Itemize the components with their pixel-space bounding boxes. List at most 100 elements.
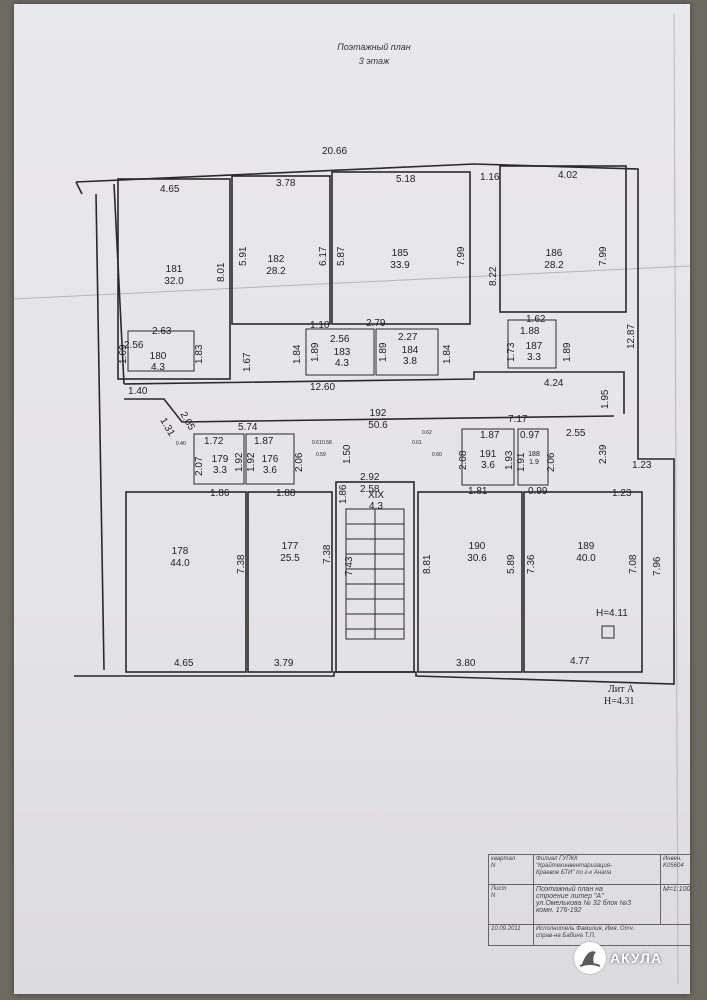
doc-line: ул.Омелькова № 32 блок №3 (536, 900, 631, 908)
dim-label: 2.05 (177, 410, 196, 433)
dim-label: 1.31 (157, 416, 176, 439)
dim-label: 0.59 (316, 452, 326, 458)
people-line: справ-на Бабина Т.П. (536, 932, 596, 939)
dim-label: 6.17 (318, 246, 329, 266)
room-178-outline (125, 491, 247, 673)
room-number: 179 (212, 454, 229, 465)
dim-label: 1.62 (526, 314, 546, 325)
room-area: 3.6 (481, 460, 495, 471)
lit-label: Лит А (608, 684, 635, 695)
dim-label: 0.60 (432, 452, 442, 458)
room-180-outline (127, 330, 195, 372)
dim-label: 2.58 (360, 484, 380, 495)
room-number: 180 (150, 351, 167, 362)
dim-label: 7.36 (526, 554, 537, 574)
room-190-outline (417, 491, 523, 673)
dim-label: 0.40 (176, 441, 186, 447)
dim-label: 20.66 (322, 146, 347, 157)
room-181-outline (117, 178, 231, 380)
dim-label: 1.23 (632, 460, 652, 471)
room-number: 185 (392, 248, 409, 259)
dim-label: 1.95 (600, 389, 611, 409)
dim-label: 2.55 (566, 428, 586, 439)
room-area: 40.0 (576, 553, 596, 564)
dim-label: 0.61 (412, 440, 422, 446)
stair-outline (335, 481, 415, 673)
dim-label: 4.65 (174, 658, 194, 669)
dim-label: 1.91 (516, 452, 527, 472)
dim-label: 8.81 (422, 554, 433, 574)
room-area: 28.2 (266, 266, 286, 277)
floor-plan-drawing: 181 32.0 182 28.2 185 33.9 186 28.2 180 … (14, 13, 690, 985)
inv-label: Инвен. (663, 856, 682, 862)
room-number: 188 (528, 451, 540, 458)
dim-label: 7.38 (322, 544, 333, 564)
dim-label: 2.79 (366, 318, 386, 329)
room-area: 3.6 (263, 465, 277, 476)
room-185-outline (331, 171, 471, 325)
dim-label: 1.81 (468, 486, 488, 497)
room-number: 189 (578, 541, 595, 552)
org-line: "Крайтехинвентаризация- (536, 863, 612, 869)
room-area: 1.9 (529, 459, 539, 466)
dim-label: 8.01 (216, 262, 227, 282)
plan-title: Поэтажный план (337, 42, 411, 52)
room-number: 181 (166, 264, 183, 275)
room-number: 191 (480, 449, 497, 460)
room-184-outline (375, 328, 439, 376)
dim-label: 2.39 (598, 444, 609, 464)
watermark-logo: АКУЛА (574, 942, 704, 978)
room-area: 33.9 (390, 260, 410, 271)
dim-label: 0.99 (528, 486, 548, 497)
dim-label: 5.18 (396, 174, 416, 185)
date: 10.09.2011 (491, 925, 521, 932)
dim-label: 1.92 (234, 452, 245, 472)
room-177-outline (247, 491, 333, 673)
dim-label: 1.84 (442, 344, 453, 364)
dim-label: 7.99 (456, 246, 467, 266)
room-186-outline (499, 165, 627, 313)
dim-label: 1.89 (310, 342, 321, 362)
dim-label: 7.38 (236, 554, 247, 574)
room-area: 4.3 (335, 358, 349, 369)
dim-label: 1.83 (194, 344, 205, 364)
room-area: 50.6 (368, 420, 388, 431)
height-note: H=4.11 (596, 608, 628, 619)
dim-label: 1.88 (520, 326, 540, 337)
watermark-brand: АКУЛА (610, 950, 663, 966)
dim-label: 2.06 (294, 452, 305, 472)
list-value: N (491, 893, 496, 900)
inv-value: K05604 (663, 863, 684, 869)
dim-label: 0.97 (520, 430, 540, 441)
room-187-outline (507, 319, 557, 369)
room-area: 3.3 (213, 465, 227, 476)
dim-label: 5.87 (336, 246, 347, 266)
room-number: 177 (282, 541, 299, 552)
dim-label: 3.78 (276, 178, 296, 189)
dim-label: 2.63 (152, 326, 172, 337)
dim-label: 4.65 (160, 184, 180, 195)
dim-label: 1.88 (276, 488, 296, 499)
dim-label: 0.58 (322, 440, 332, 446)
plan-floor: 3 этаж (358, 56, 390, 66)
outer-wall (74, 163, 675, 685)
outer-wall (95, 193, 105, 671)
dim-label: 12.60 (310, 382, 335, 393)
room-number: 184 (402, 345, 419, 356)
room-179-outline (193, 433, 245, 485)
kvartal-label: квартал (491, 856, 516, 862)
dim-label: 3.80 (456, 658, 476, 669)
corridor-wall (123, 371, 625, 414)
corridor-wall (124, 398, 615, 423)
column-marker (601, 625, 615, 639)
dim-label: 1.40 (128, 386, 148, 397)
dim-label: 5.74 (238, 422, 258, 433)
dim-label: 4.77 (570, 656, 590, 667)
fold-crease (14, 265, 690, 300)
dim-label: 2.56 (124, 340, 144, 351)
dim-label: 0.61 (312, 440, 322, 446)
dim-label: 7.08 (628, 554, 639, 574)
room-area: 44.0 (170, 558, 190, 569)
dim-label: 4.02 (558, 170, 578, 181)
